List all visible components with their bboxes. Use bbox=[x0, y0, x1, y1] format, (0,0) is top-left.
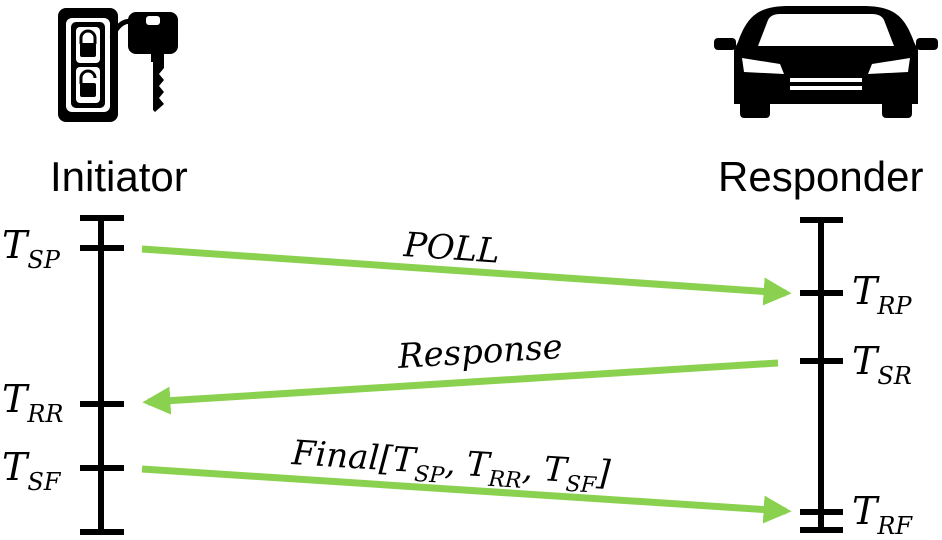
final-t3: T bbox=[542, 449, 568, 491]
final-t2: T bbox=[465, 444, 491, 486]
responder-timestamp-rf: TRF bbox=[852, 489, 912, 538]
poll-arrow bbox=[141, 245, 792, 306]
timestamp-main: T bbox=[852, 269, 878, 313]
initiator-timestamp-rr: TRR bbox=[2, 377, 64, 426]
timestamp-subscript: SF bbox=[27, 468, 61, 496]
final-s3: SF bbox=[564, 471, 597, 499]
responder-timestamp-rp: TRP bbox=[852, 269, 912, 318]
timestamp-main: T bbox=[852, 339, 878, 383]
response-arrow bbox=[142, 359, 779, 415]
car-icon bbox=[714, 6, 938, 118]
initiator-timestamp-sp: TSP bbox=[2, 223, 60, 272]
timestamp-main: T bbox=[2, 223, 28, 267]
final-s1: SP bbox=[413, 461, 445, 489]
final-suffix: ] bbox=[595, 452, 612, 494]
final-s2: RR bbox=[487, 466, 523, 494]
initiator-label: Initiator bbox=[50, 153, 188, 200]
initiator-timeline bbox=[80, 215, 124, 535]
response-message-label: Response bbox=[396, 326, 564, 377]
timestamp-subscript: SR bbox=[877, 362, 912, 390]
car-key-fob-icon bbox=[58, 8, 178, 122]
final-sep1: , bbox=[443, 442, 468, 485]
initiator-timestamp-sf: TSF bbox=[2, 445, 60, 494]
timestamp-main: T bbox=[2, 377, 28, 421]
timestamp-subscript: RP bbox=[877, 292, 912, 320]
responder-label: Responder bbox=[718, 153, 924, 200]
timestamp-subscript: RF bbox=[877, 512, 913, 540]
timestamp-subscript: RR bbox=[27, 400, 64, 428]
timestamp-main: T bbox=[852, 489, 878, 533]
poll-message-label: POLL bbox=[402, 225, 502, 272]
final-t1: T bbox=[391, 439, 417, 481]
final-arrow bbox=[141, 465, 792, 524]
timestamp-subscript: SP bbox=[27, 246, 60, 274]
responder-timeline bbox=[800, 217, 843, 533]
timestamp-main: T bbox=[2, 445, 28, 489]
final-prefix: Final[ bbox=[290, 433, 394, 480]
responder-timestamp-sr: TSR bbox=[852, 339, 912, 388]
